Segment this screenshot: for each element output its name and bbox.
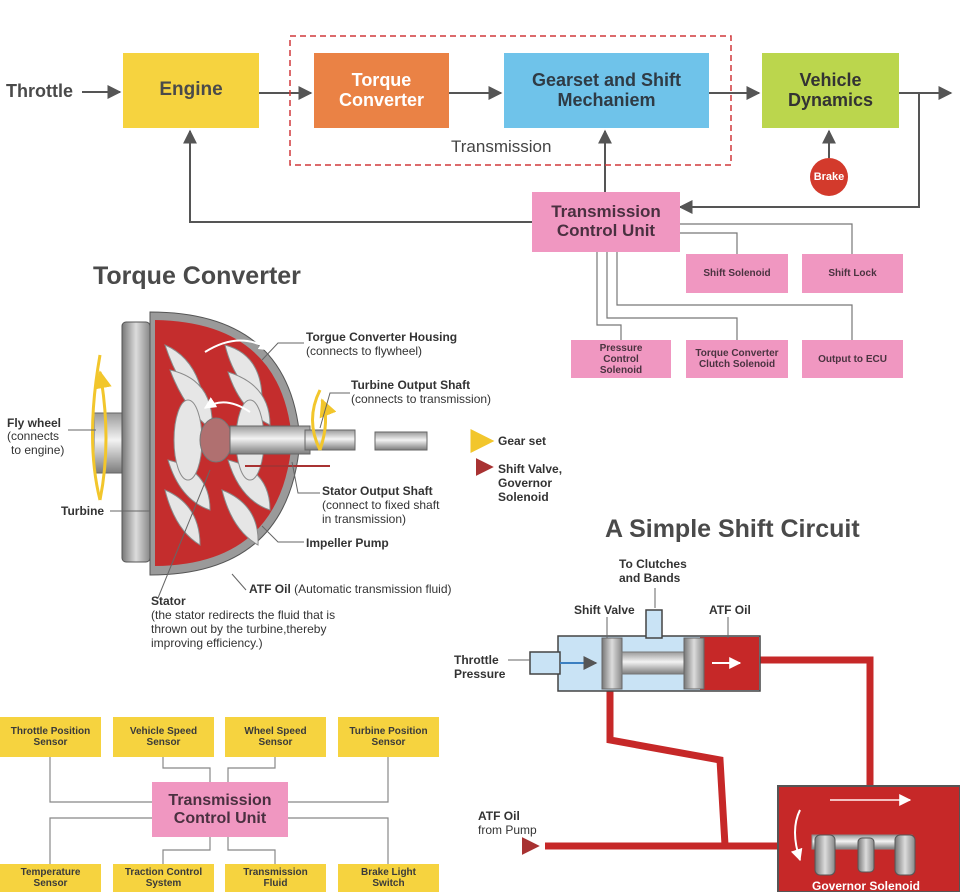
- brake-light-switch-label: Brake Light Switch: [360, 867, 416, 889]
- tcu-box-bottom: Transmission Control Unit: [152, 782, 288, 837]
- turbine-shaft-title: Turbine Output Shaft: [351, 378, 471, 392]
- temperature-sensor-box: Temperature Sensor: [0, 864, 101, 892]
- throttle-position-sensor-box: Throttle Position Sensor: [0, 717, 101, 757]
- flywheel-desc-1: (connects: [7, 429, 60, 443]
- torque-converter-box: Torque Converter: [314, 53, 449, 128]
- stator-desc-2: thrown out by the turbine,thereby: [151, 622, 327, 636]
- temperature-sensor-label: Temperature Sensor: [20, 867, 81, 889]
- tcu-box-top: Transmission Control Unit: [532, 192, 680, 252]
- housing-desc: (connects to flywheel): [306, 344, 423, 358]
- shift-circuit-title: A Simple Shift Circuit: [605, 515, 860, 543]
- atf-oil-desc: (Automatic transmission fluid): [294, 582, 452, 596]
- shift-circuit-illustration: [478, 609, 960, 892]
- flywheel-title: Fly wheel: [7, 416, 62, 430]
- engine-box: Engine: [123, 53, 259, 128]
- pressure-control-box: Pressure Control Solenoid: [571, 340, 671, 378]
- transmission-fluid-box: Transmission Fluid: [225, 864, 326, 892]
- atf-from-pump-label-1: ATF Oil: [478, 809, 520, 823]
- stator-title: Stator: [151, 594, 186, 608]
- transmission-label: Transmission: [451, 137, 552, 156]
- vehicle-dynamics-box: Vehicle Dynamics: [762, 53, 899, 128]
- wheel-speed-sensor-box: Wheel Speed Sensor: [225, 717, 326, 757]
- torque-converter-title: Torque Converter: [93, 262, 301, 290]
- tcu-label-top: Transmission Control Unit: [551, 202, 661, 240]
- transmission-fluid-label: Transmission Fluid: [243, 867, 308, 889]
- gearset-label: Gearset and Shift Mechaniem: [531, 69, 682, 110]
- housing-title: Torgue Converter Housing: [306, 330, 458, 344]
- engine-label: Engine: [159, 79, 223, 101]
- shift-lock-box: Shift Lock: [802, 254, 903, 293]
- throttle-label: Throttle: [6, 81, 73, 101]
- vehicle-speed-sensor-label: Vehicle Speed Sensor: [129, 726, 198, 748]
- brake-label: Brake: [813, 170, 845, 183]
- torque-converter-label: Torque Converter: [338, 69, 425, 110]
- tcu-label-bottom: Transmission Control Unit: [168, 791, 272, 827]
- turbine-label: Turbine: [61, 504, 105, 518]
- vehicle-speed-sensor-box: Vehicle Speed Sensor: [113, 717, 214, 757]
- shift-solenoid-box: Shift Solenoid: [686, 254, 788, 293]
- shift-valve-label-3: Solenoid: [498, 490, 549, 504]
- throttle-position-sensor-label: Throttle Position Sensor: [10, 726, 91, 748]
- circuit-atf-oil-label: ATF Oil: [709, 603, 751, 617]
- stator-shaft-desc-2: in transmission): [322, 512, 407, 526]
- wheel-speed-sensor-label: Wheel Speed Sensor: [244, 726, 307, 748]
- impeller-label: Impeller Pump: [306, 536, 389, 550]
- brake-circle: Brake: [810, 158, 848, 196]
- shift-valve-label-1: Shift Valve,: [498, 462, 563, 476]
- shift-valve-label: Shift Valve: [574, 603, 635, 617]
- atf-oil-title: ATF Oil: [249, 582, 291, 596]
- tcc-solenoid-box: Torque Converter Clutch Solenoid: [686, 340, 788, 378]
- stator-desc-3: improving efficiency.): [151, 636, 263, 650]
- traction-control-box: Traction Control System: [113, 864, 214, 892]
- to-clutches-label-1: To Clutches: [619, 557, 687, 571]
- stator-shaft-title: Stator Output Shaft: [322, 484, 433, 498]
- atf-oil-label: ATF Oil (Automatic transmission fluid): [249, 582, 452, 597]
- gearset-box: Gearset and Shift Mechaniem: [504, 53, 709, 128]
- shift-lock-label: Shift Lock: [828, 268, 877, 279]
- throttle-pressure-label-2: Pressure: [454, 667, 506, 681]
- atf-from-pump-label-2: from Pump: [478, 823, 537, 837]
- governor-solenoid-label: Governor Solenoid: [812, 879, 921, 893]
- brake-light-switch-box: Brake Light Switch: [338, 864, 439, 892]
- vehicle-dynamics-label: Vehicle Dynamics: [787, 69, 874, 110]
- stator-shaft-desc-1: (connect to fixed shaft: [322, 498, 440, 512]
- shift-valve-label-2: Governor: [498, 476, 553, 490]
- torque-converter-illustration: [91, 311, 495, 576]
- stator-desc-1: (the stator redirects the fluid that is: [151, 608, 336, 622]
- traction-control-label: Traction Control System: [124, 867, 203, 889]
- throttle-pressure-label-1: Throttle: [454, 653, 499, 667]
- turbine-position-sensor-label: Turbine Position Sensor: [349, 726, 428, 748]
- pressure-control-label: Pressure Control Solenoid: [599, 342, 643, 376]
- gear-set-label: Gear set: [498, 434, 547, 448]
- turbine-shaft-desc: (connects to transmission): [351, 392, 492, 406]
- tcc-solenoid-label: Torque Converter Clutch Solenoid: [695, 348, 779, 370]
- flywheel-desc-2: to engine): [11, 443, 65, 457]
- turbine-position-sensor-box: Turbine Position Sensor: [338, 717, 439, 757]
- shift-solenoid-label: Shift Solenoid: [703, 268, 771, 279]
- to-clutches-label-2: and Bands: [619, 571, 681, 585]
- output-ecu-label: Output to ECU: [818, 353, 887, 365]
- output-ecu-box: Output to ECU: [802, 340, 903, 378]
